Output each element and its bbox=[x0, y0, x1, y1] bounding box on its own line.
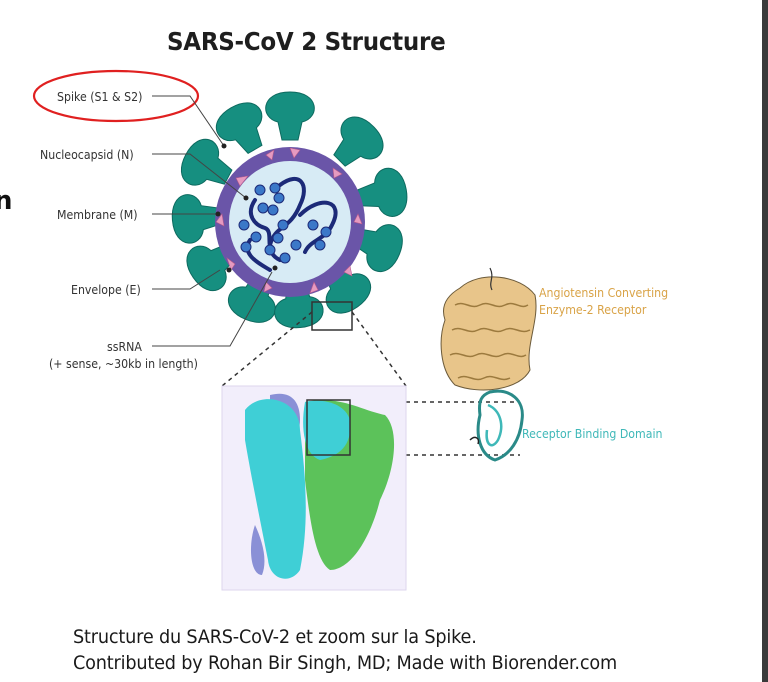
highlight-ellipse bbox=[32, 69, 200, 123]
ace2-label-line2: Enzyme-2 Receptor bbox=[539, 302, 647, 317]
cropped-text-fragment: n bbox=[0, 186, 13, 216]
ace2-label: Angiotensin Converting Enzyme-2 Receptor bbox=[539, 284, 668, 318]
rbd-zoom-box bbox=[306, 399, 351, 456]
leader-lines bbox=[152, 95, 273, 347]
envelope-proteins bbox=[215, 147, 363, 294]
zoom-projection-lines bbox=[221, 311, 520, 456]
ace2-label-line1: Angiotensin Converting bbox=[539, 285, 669, 300]
figure-caption: Structure du SARS-CoV-2 et zoom sur la S… bbox=[73, 624, 617, 676]
nucleocapsid-beads bbox=[238, 182, 332, 264]
rbd-render bbox=[469, 389, 524, 462]
caption-line-1: Structure du SARS-CoV-2 et zoom sur la S… bbox=[73, 626, 477, 648]
leader-dots bbox=[215, 143, 278, 273]
slide-edge-border bbox=[762, 0, 768, 682]
spike-zoom-box bbox=[311, 301, 353, 331]
label-spike: Spike (S1 & S2) bbox=[57, 89, 143, 104]
label-membrane: Membrane (M) bbox=[57, 207, 138, 222]
rbd-label: Receptor Binding Domain bbox=[522, 426, 663, 441]
label-ssrna-detail: (+ sense, ~30kb in length) bbox=[49, 356, 198, 371]
label-ssrna: ssRNA bbox=[107, 339, 142, 354]
label-envelope: Envelope (E) bbox=[71, 282, 141, 297]
caption-line-2: Contributed by Rohan Bir Singh, MD; Made… bbox=[73, 652, 618, 674]
diagram-title: SARS-CoV 2 Structure bbox=[167, 27, 446, 56]
label-nucleocapsid: Nucleocapsid (N) bbox=[40, 147, 134, 162]
spike-protein-render bbox=[245, 393, 395, 579]
ace2-receptor-render bbox=[440, 267, 537, 391]
